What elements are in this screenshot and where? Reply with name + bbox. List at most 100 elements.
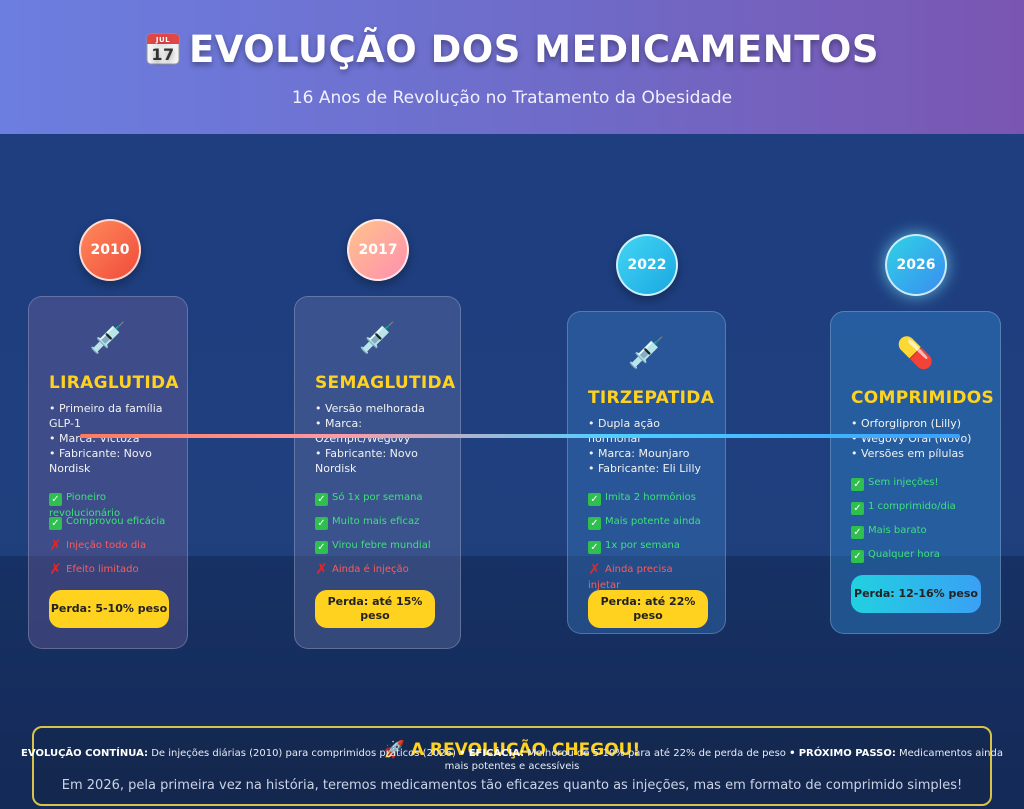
check-icon: ✓: [588, 517, 601, 530]
pro-text: Mais potente ainda: [605, 516, 701, 527]
pro-text: Sem injeções!: [868, 477, 939, 488]
pro-text: Virou febre mundial: [332, 540, 431, 551]
info-line: • Orforglipron (Lilly): [851, 417, 962, 430]
pro-item: ✓Qualquer hora: [851, 547, 980, 571]
check-icon: ✓: [49, 517, 62, 530]
pros-cons-list: ✓Sem injeções! ✓ 1 comprimido/dia ✓ Mais b…: [851, 475, 980, 571]
pros-cons-list: ✓Imita 2 hormônios ✓Mais potente ainda ✓…: [588, 490, 705, 592]
separator: •: [789, 748, 796, 759]
pro-item: ✓Imita 2 hormônios: [588, 490, 705, 514]
pro-text: Mais barato: [868, 525, 927, 536]
con-text: Ainda é injeção: [332, 564, 409, 575]
con-item: ✗ Ainda é injeção: [315, 562, 440, 586]
check-icon: ✓: [315, 541, 328, 554]
rocket-icon: 🚀: [383, 740, 411, 760]
drug-info: • Versão melhorada • Marca: Ozempic/Wego…: [315, 401, 440, 476]
drug-card-comprimidos: 💊 COMPRIMIDOS • Orforglipron (Lilly) • W…: [830, 311, 1001, 634]
drug-name: COMPRIMIDOS: [851, 388, 995, 408]
evolution-text: De injeções diárias (2010) para comprimi…: [151, 748, 456, 759]
drug-info: • Primeiro da família GLP-1 • Marca: Vic…: [49, 401, 167, 476]
pro-item: ✓ Mais potente ainda: [588, 514, 705, 538]
drug-card-tirzepatida: 💉 TIRZEPATIDA • Dupla ação hormonal • Ma…: [567, 311, 726, 634]
con-text: Efeito limitado: [66, 564, 139, 575]
syringe-icon: 💉: [89, 321, 127, 356]
syringe-icon: 💉: [627, 336, 666, 371]
page-title: JUL 17 EVOLUÇÃO DOS MEDICAMENTOS: [0, 28, 1024, 71]
cross-icon: ✗: [588, 560, 601, 578]
check-icon: ✓: [851, 502, 864, 515]
cross-icon: ✗: [49, 536, 62, 554]
check-icon: ✓: [315, 517, 328, 530]
drug-card-semaglutida: 💉 SEMAGLUTIDA • Versão melhorada • Marca…: [294, 296, 461, 649]
page-title-text: EVOLUÇÃO DOS MEDICAMENTOS: [188, 28, 880, 71]
pill-icon: 💊: [896, 336, 935, 371]
efficacy-label: EFICÁCIA:: [468, 748, 525, 759]
pro-item: ✓ Muito mais eficaz: [315, 514, 440, 538]
separator: •: [459, 748, 466, 759]
con-item: ✗ Injeção todo dia: [49, 538, 167, 562]
year-circle-2010: 2010: [79, 219, 141, 281]
pro-text: Pioneiro revolucionário: [49, 492, 121, 519]
evolution-summary: EVOLUÇÃO CONTÍNUA: De injeções diárias (…: [20, 747, 1004, 773]
pro-item: ✓ 1 comprimido/dia: [851, 499, 980, 523]
pro-text: Imita 2 hormônios: [605, 492, 696, 503]
drug-name: LIRAGLUTIDA: [49, 373, 179, 393]
pro-item: ✓Só 1x por semana: [315, 490, 440, 514]
drug-card-liraglutida: 💉 LIRAGLUTIDA • Primeiro da família GLP-…: [28, 296, 188, 649]
page-header: JUL 17 EVOLUÇÃO DOS MEDICAMENTOS 16 Anos…: [0, 0, 1024, 134]
pros-cons-list: ✓Pioneiro revolucionário ✓ Comprovou efic…: [49, 490, 167, 586]
check-icon: ✓: [49, 493, 62, 506]
check-icon: ✓: [315, 493, 328, 506]
pro-item: ✓ 1x por semana: [588, 538, 705, 562]
svg-text:JUL: JUL: [155, 36, 170, 44]
cross-icon: ✗: [315, 560, 328, 578]
drug-info: • Dupla ação hormonal • Marca: Mounjaro …: [588, 416, 705, 476]
page-subtitle: 16 Anos de Revolução no Tratamento da Ob…: [291, 88, 733, 108]
year-circle-2022: 2022: [616, 234, 678, 296]
pro-item: ✓ Virou febre mundial: [315, 538, 440, 562]
drug-name: SEMAGLUTIDA: [315, 373, 456, 393]
cross-icon: ✗: [49, 560, 62, 578]
footer-title: 🚀 A REVOLUÇÃO CHEGOU!: [34, 740, 990, 760]
con-text: Injeção todo dia: [66, 540, 147, 551]
info-line: • Versão melhorada: [315, 402, 425, 415]
timeline-line: [80, 434, 960, 438]
year-circle-2026: 2026: [885, 234, 947, 296]
pro-text: Qualquer hora: [868, 549, 940, 560]
drug-name: TIRZEPATIDA: [588, 388, 715, 408]
pro-item: ✓Sem injeções!: [851, 475, 980, 499]
info-line: • Marca: Mounjaro: [588, 447, 690, 460]
syringe-icon: 💉: [358, 321, 397, 356]
pro-text: 1 comprimido/dia: [868, 501, 956, 512]
pro-item: ✓Pioneiro revolucionário: [49, 490, 167, 519]
info-line: • Fabricante: Novo Nordisk: [49, 447, 152, 475]
con-item: ✗ Efeito limitado: [49, 562, 167, 586]
next-step-label: PRÓXIMO PASSO:: [798, 748, 896, 759]
con-text: Ainda precisa injetar: [588, 564, 673, 591]
info-line: • Versões em pílulas: [851, 447, 964, 460]
con-item: ✗Ainda precisa injetar: [588, 560, 705, 592]
pro-text: Comprovou eficácia: [66, 516, 166, 527]
pro-item: ✓ Mais barato: [851, 523, 980, 547]
weight-loss-badge: Perda: até 22% peso: [588, 590, 708, 628]
weight-loss-badge: Perda: 5-10% peso: [49, 590, 169, 628]
info-line: • Fabricante: Novo Nordisk: [315, 447, 418, 475]
evolution-label: EVOLUÇÃO CONTÍNUA:: [21, 748, 148, 759]
info-line: • Marca: Ozempic/Wegovy: [315, 417, 411, 445]
check-icon: ✓: [851, 526, 864, 539]
timeline-area: [0, 134, 1024, 809]
weight-loss-badge: Perda: 12-16% peso: [851, 575, 981, 613]
footer-callout: 🚀 A REVOLUÇÃO CHEGOU! Em 2026, pela prim…: [32, 726, 992, 806]
info-line: • Dupla ação hormonal: [588, 417, 660, 445]
pro-item: ✓ Comprovou eficácia: [49, 514, 167, 538]
next-step-text: Medicamentos ainda mais potentes e acess…: [444, 748, 1003, 772]
calendar-icon: JUL 17: [145, 30, 181, 66]
year-circle-2017: 2017: [347, 219, 409, 281]
pro-text: 1x por semana: [605, 540, 680, 551]
footer-text: Em 2026, pela primeira vez na história, …: [61, 778, 963, 793]
info-line: • Fabricante: Eli Lilly: [588, 462, 702, 475]
svg-text:17: 17: [151, 45, 174, 64]
check-icon: ✓: [588, 541, 601, 554]
info-line: • Primeiro da família GLP-1: [49, 402, 163, 430]
pro-text: Muito mais eficaz: [332, 516, 420, 527]
